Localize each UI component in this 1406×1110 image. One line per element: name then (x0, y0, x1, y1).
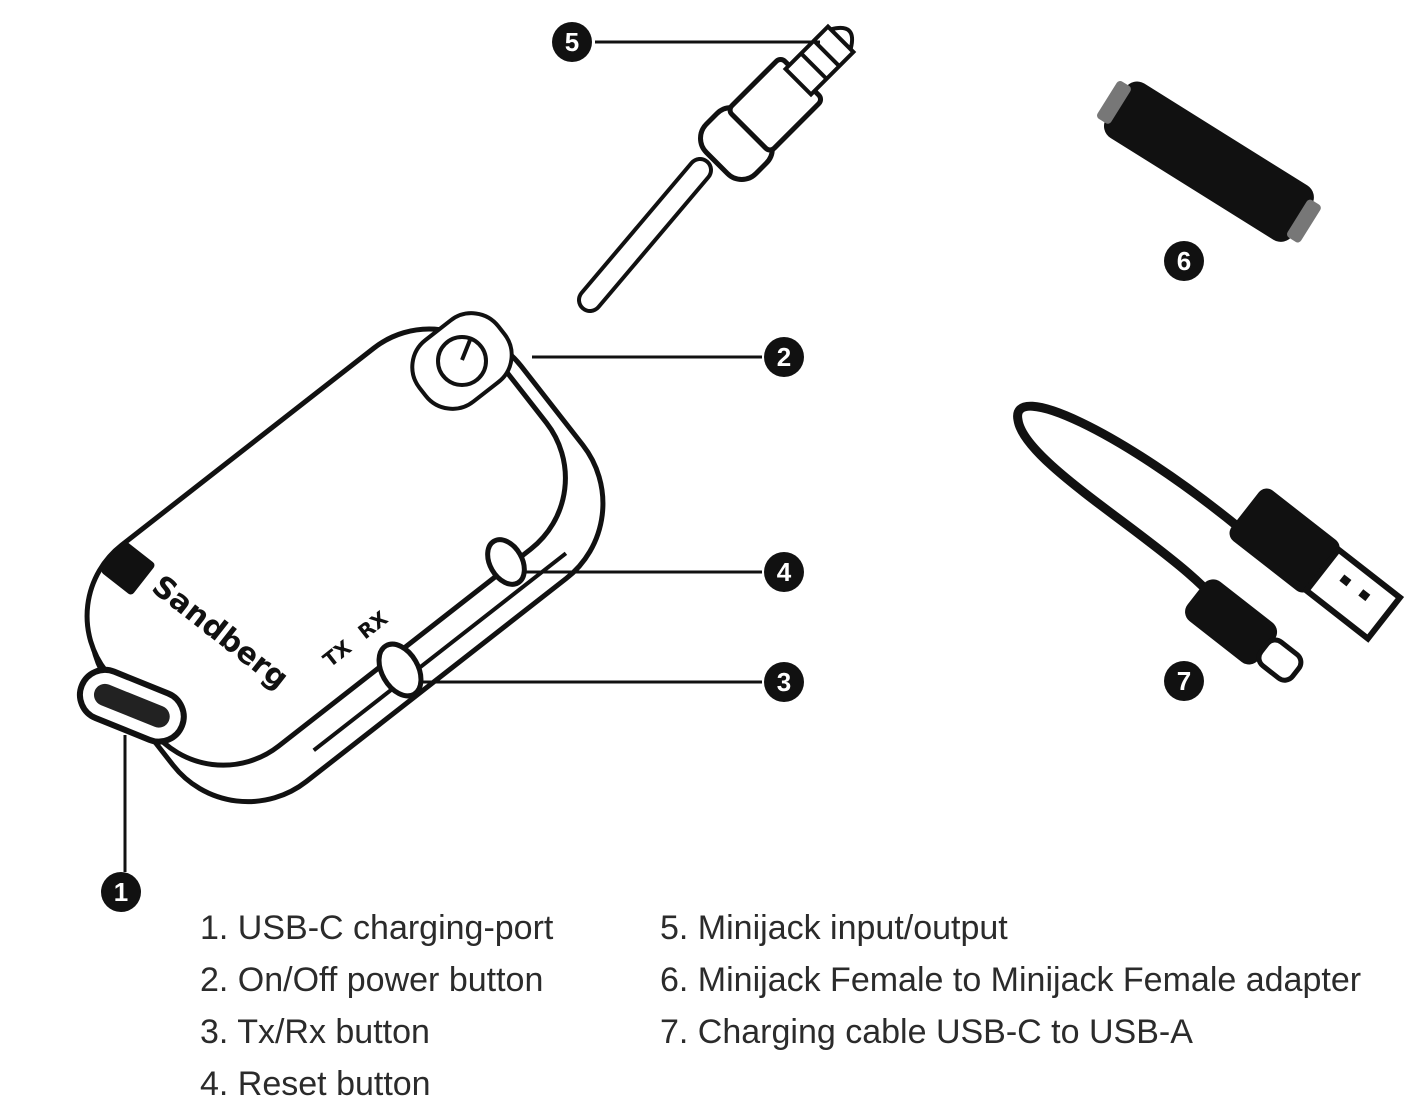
usb-charging-cable (1013, 401, 1405, 683)
legend-right: 5. Minijack input/output 6. Minijack Fem… (660, 902, 1361, 1058)
svg-text:4: 4 (777, 557, 792, 587)
svg-text:1: 1 (114, 877, 128, 907)
legend-item-adapter: 6. Minijack Female to Minijack Female ad… (660, 961, 1362, 999)
svg-text:3: 3 (777, 667, 791, 697)
legend-item-charging-cable: 7. Charging cable USB-C to USB-A (660, 1013, 1193, 1051)
callout-6: 6 (1164, 241, 1204, 281)
reset-button-icon (485, 537, 527, 587)
legend-item-power-button: 2. On/Off power button (200, 961, 544, 999)
svg-text:7: 7 (1177, 666, 1191, 696)
legend-item-reset-button: 4. Reset button (200, 1065, 431, 1103)
callout-7: 7 (1164, 661, 1204, 701)
legend-left: 1. USB-C charging-port 2. On/Off power b… (200, 902, 553, 1110)
callout-5: 5 (552, 22, 592, 62)
callout-2: 2 (764, 337, 804, 377)
callout-3: 3 (764, 662, 804, 702)
svg-text:2: 2 (777, 342, 791, 372)
power-button-icon (410, 311, 514, 411)
callout-leader-lines (123, 40, 820, 872)
minijack-cable (577, 157, 713, 313)
usb-c-port (76, 666, 187, 745)
legend-item-minijack: 5. Minijack input/output (660, 909, 1008, 947)
callout-4: 4 (764, 552, 804, 592)
svg-text:6: 6 (1177, 246, 1191, 276)
legend-item-usb-c-port: 1. USB-C charging-port (200, 909, 554, 947)
minijack-female-adapter (1097, 80, 1321, 243)
txrx-button-icon (376, 641, 424, 699)
callout-1: 1 (101, 872, 141, 912)
svg-text:5: 5 (565, 27, 579, 57)
legend-item-txrx-button: 3. Tx/Rx button (200, 1013, 430, 1051)
minijack-plug (698, 23, 857, 182)
